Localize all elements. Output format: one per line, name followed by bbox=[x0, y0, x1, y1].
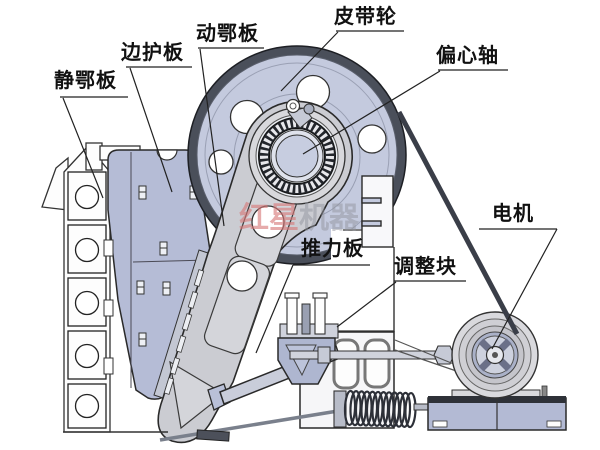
watermark-red-part: 红星 bbox=[239, 202, 299, 235]
jaw-liner-ribs bbox=[163, 269, 205, 395]
brand-watermark: 红星机器 bbox=[239, 204, 359, 234]
motor bbox=[396, 110, 567, 431]
label-fixed-jaw-plate: 静鄂板 bbox=[54, 70, 117, 92]
eccentric-shaft-bearing bbox=[248, 98, 346, 205]
watermark-grey-part: 机器 bbox=[299, 202, 359, 235]
label-adjustment-block: 调整块 bbox=[394, 256, 457, 278]
label-side-guard-plate: 边护板 bbox=[121, 42, 184, 64]
leader-lines bbox=[60, 30, 558, 354]
adjustment-block bbox=[277, 292, 339, 385]
tension-spring bbox=[63, 389, 435, 442]
drive-belt bbox=[396, 110, 520, 336]
flywheel-hole bbox=[208, 149, 234, 175]
label-eccentric-shaft: 偏心轴 bbox=[436, 45, 499, 67]
motor-pulley bbox=[451, 311, 539, 399]
frame-comb bbox=[361, 175, 394, 248]
label-motor: 电机 bbox=[492, 203, 534, 225]
label-belt-pulley: 皮带轮 bbox=[334, 6, 397, 28]
label-thrust-plate: 推力板 bbox=[301, 238, 364, 260]
label-movable-jaw-plate: 动鄂板 bbox=[196, 23, 259, 45]
frame-right bbox=[331, 175, 395, 333]
adjusting-rod bbox=[289, 339, 469, 376]
bolt-marks bbox=[136, 185, 198, 347]
fixed-jaw-column bbox=[67, 171, 107, 429]
flywheel-hole bbox=[357, 124, 387, 154]
